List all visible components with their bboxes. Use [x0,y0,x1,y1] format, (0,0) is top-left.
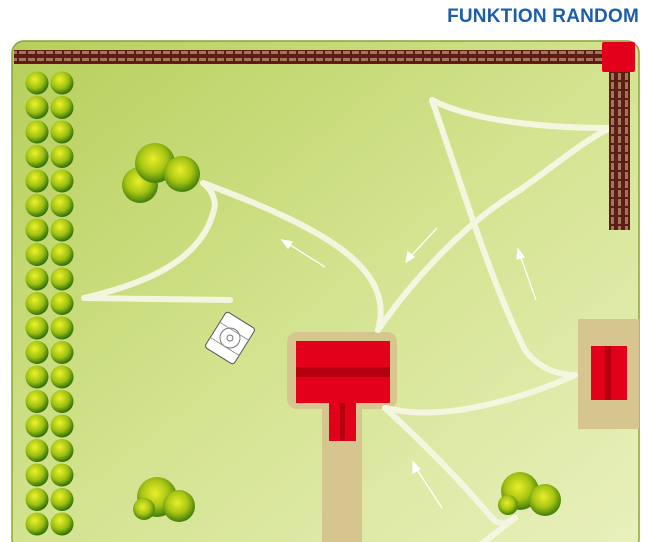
hedge-bush [25,341,49,364]
hedge-bush [25,169,49,193]
hedge-bush [50,169,74,193]
hedge-bush [50,488,74,511]
path-segment [429,97,613,131]
hedge-bush [50,390,74,413]
hedge-bush [50,267,74,291]
hedge-bush [50,365,74,389]
hedge-bush [25,145,49,168]
hedge-bush [25,243,49,266]
hedge-bush [25,218,49,242]
path-segment [477,515,518,542]
hedge-bush [50,145,74,168]
hedge-bush [50,194,74,217]
hedge-bush [25,414,49,438]
direction-arrow-icon [516,247,537,301]
tree-icon [133,477,195,522]
fence-icon [14,42,635,230]
direction-arrow-icon [280,239,326,268]
hedge-bush [25,512,49,536]
hedge-bush [50,414,74,438]
hedge-bush [50,243,74,266]
direction-arrow-icon [405,227,438,264]
path-segment [382,372,578,416]
hedge-bush [50,316,74,340]
hedge-bush [50,341,74,364]
hedge-bush [25,194,49,217]
hedge-bush [50,96,74,119]
hedge-bush [50,512,74,536]
hedge-bush [25,488,49,511]
mowing-paths [81,97,613,542]
path-segment [375,125,613,333]
house-icon [296,341,390,441]
hedge-bush [25,365,49,389]
hedge-bush [25,439,49,462]
diagram-title: FUNKTION RANDOM [447,6,639,27]
path-segment [81,180,218,301]
path-segment [200,180,384,333]
hedge-bush [25,390,49,413]
hedge-bush [25,120,49,144]
hedge-bush [50,71,74,95]
hedge-bush [25,292,49,315]
tree-icon [122,143,200,203]
tree-icon [498,472,561,516]
hedge-icon [25,71,74,536]
hedge-bush [25,316,49,340]
hedge-bush [50,218,74,242]
hedge-bush [25,71,49,95]
hedge-bush [25,267,49,291]
path-segment [429,97,578,378]
hedge-bush [50,439,74,462]
direction-arrow-icon [412,460,443,509]
hedge-bush [50,120,74,144]
robot-mower-icon [205,311,255,365]
shed-icon [591,346,627,400]
path-segment [81,295,233,303]
hedge-bush [50,463,74,487]
hedge-bush [25,463,49,487]
hedge-bush [25,96,49,119]
hedge-bush [50,292,74,315]
